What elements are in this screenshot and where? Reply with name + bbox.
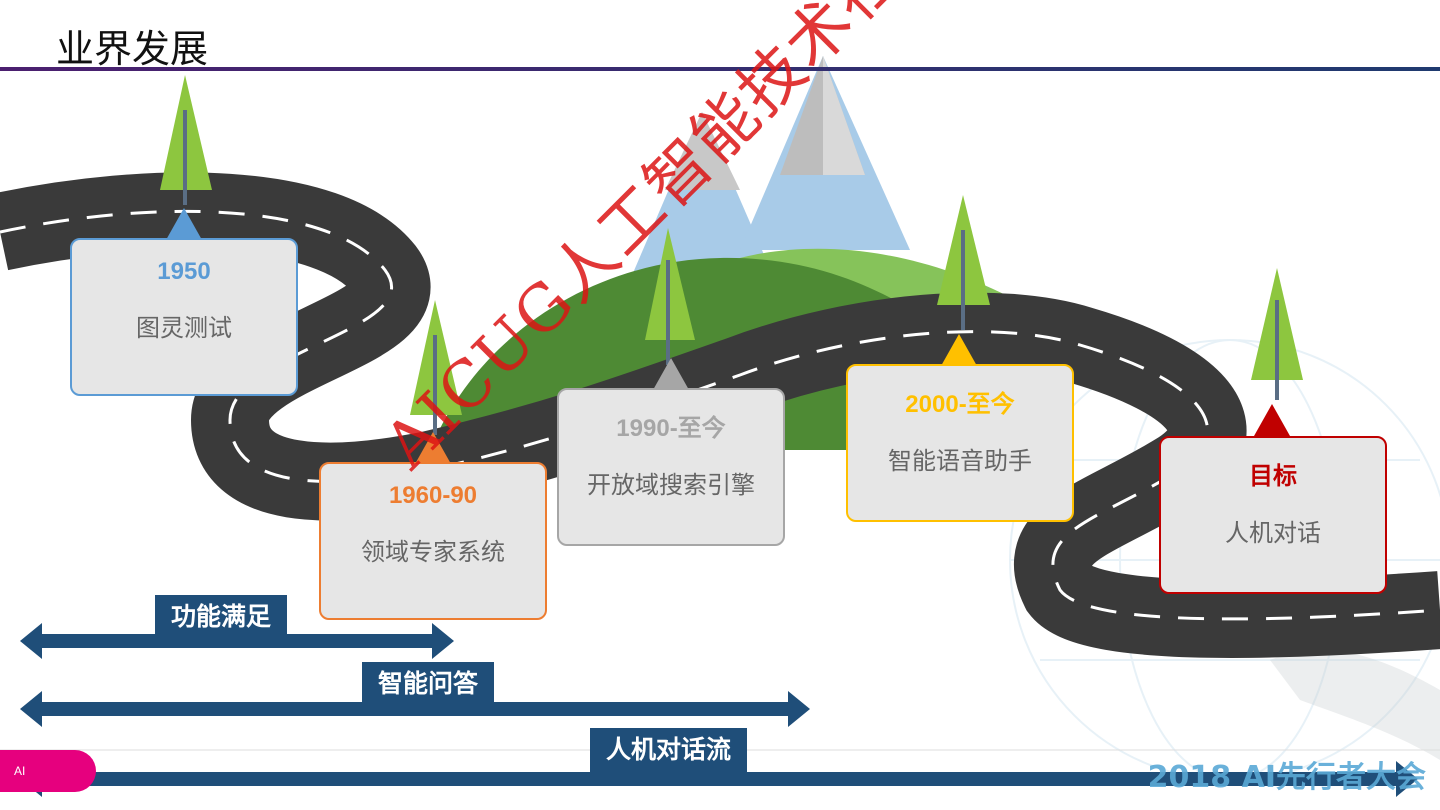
milestone-year: 目标 [1161,456,1385,491]
slide-title: 业界发展 [56,18,208,73]
milestone-card-1990: 1990-至今 开放域搜索引擎 [557,388,785,546]
robot-hand [1270,650,1440,760]
tree-5 [1251,268,1303,400]
pointer-goal [1254,404,1290,436]
tree-1 [160,75,212,205]
arrow-label-function: 功能满足 [155,595,287,639]
milestone-card-goal: 目标 人机对话 [1159,436,1387,594]
event-logo: AI [0,750,96,792]
arrow-label-qa: 智能问答 [362,662,494,706]
milestone-card-1950: 1950 图灵测试 [70,238,298,396]
milestone-label: 人机对话 [1161,513,1385,548]
milestone-label: 开放域搜索引擎 [559,465,783,500]
milestone-year: 1990-至今 [559,408,783,443]
event-name: 2018 AI先行者大会 [1148,752,1426,796]
milestone-year: 1950 [72,258,296,286]
milestone-label: 智能语音助手 [848,441,1072,476]
milestone-label: 领域专家系统 [321,532,545,567]
milestone-label: 图灵测试 [72,308,296,343]
milestone-card-1960: 1960-90 领域专家系统 [319,462,547,620]
milestone-card-2000: 2000-至今 智能语音助手 [846,364,1074,522]
milestone-year: 2000-至今 [848,384,1072,419]
milestone-year: 1960-90 [321,482,545,510]
arrow-label-dialog: 人机对话流 [590,728,747,772]
